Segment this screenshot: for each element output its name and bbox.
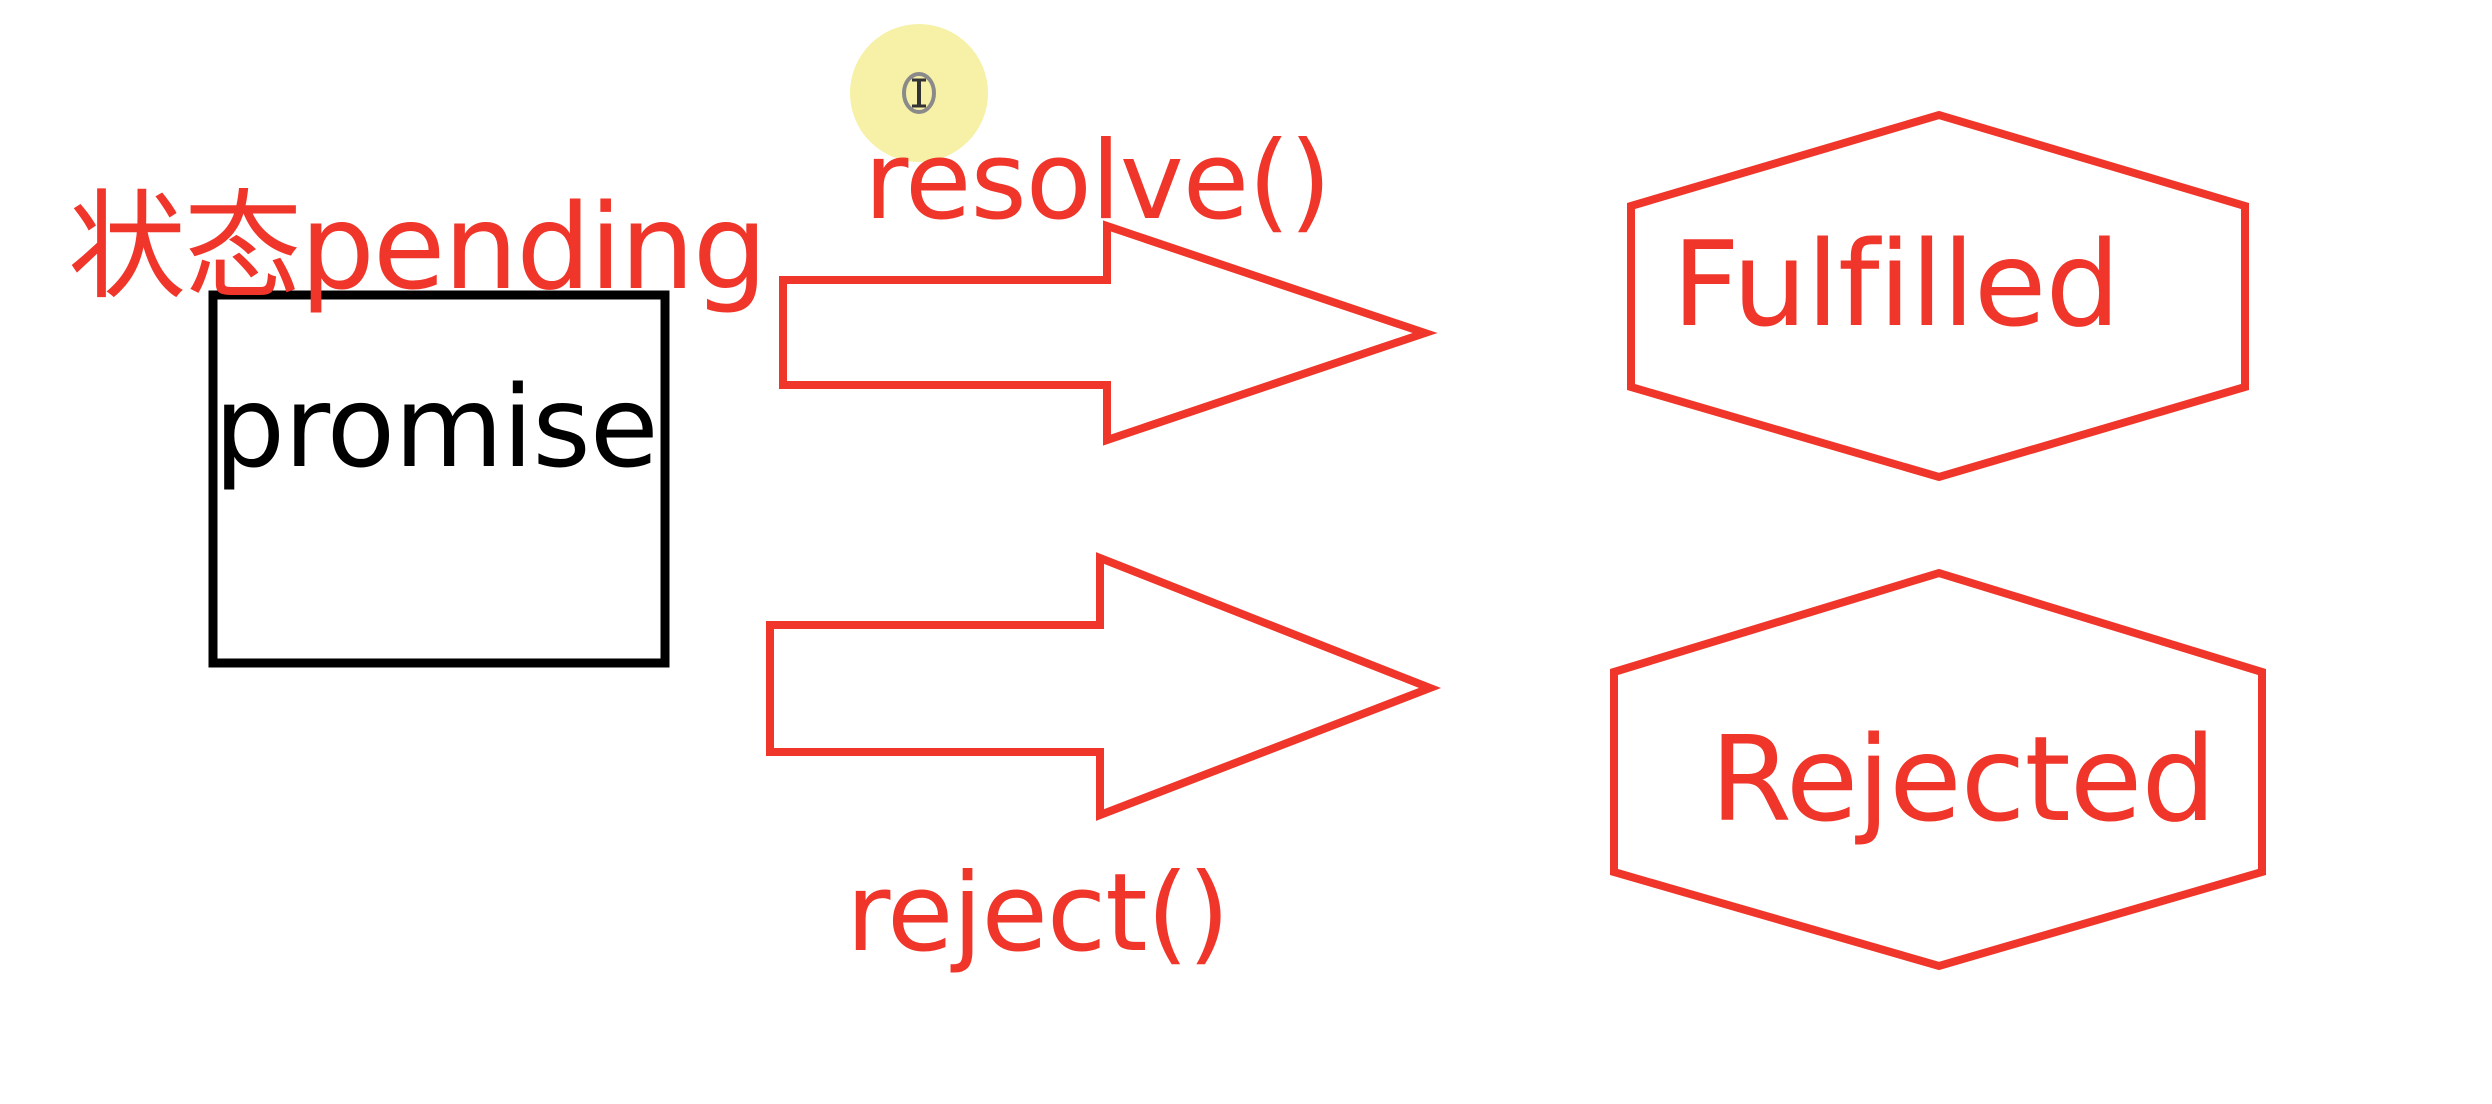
promise-label: promise: [214, 363, 659, 493]
rejected-hexagon: [1610, 568, 2266, 971]
fulfilled-label: Fulfilled: [1672, 215, 2120, 353]
state-pending-label: 状态pending: [68, 178, 768, 316]
resolve-label: resolve(): [864, 119, 1331, 244]
rejected-label: Rejected: [1710, 710, 2216, 848]
promise-box: [208, 290, 670, 668]
reject-label: reject(): [846, 851, 1230, 976]
text-cursor-icon: [902, 72, 936, 114]
resolve-arrow: [779, 220, 1438, 446]
reject-arrow: [766, 552, 1442, 821]
fulfilled-hexagon: [1627, 110, 2249, 482]
